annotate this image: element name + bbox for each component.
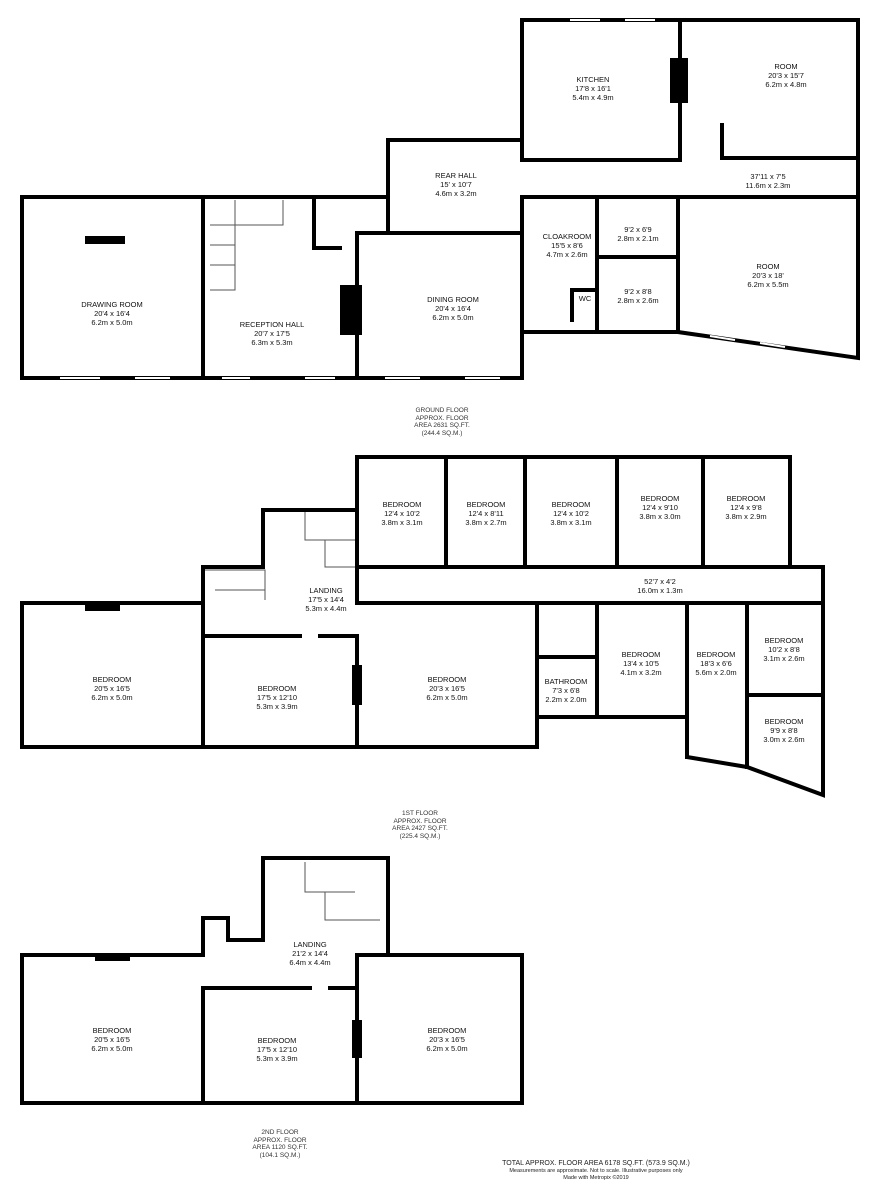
disclaimer: Measurements are approximate. Not to sca… — [509, 1168, 683, 1174]
room-label-wc: WC — [578, 294, 592, 303]
second-floor-walls — [20, 856, 524, 1105]
total-area: TOTAL APPROX. FLOOR AREA 6178 SQ.FT. (57… — [502, 1160, 690, 1167]
footer: TOTAL APPROX. FLOOR AREA 6178 SQ.FT. (57… — [502, 1160, 690, 1181]
first-floor-walls — [20, 455, 825, 798]
credit: Made with Metropix ©2019 — [563, 1174, 629, 1181]
ground-floor-walls — [20, 18, 860, 380]
